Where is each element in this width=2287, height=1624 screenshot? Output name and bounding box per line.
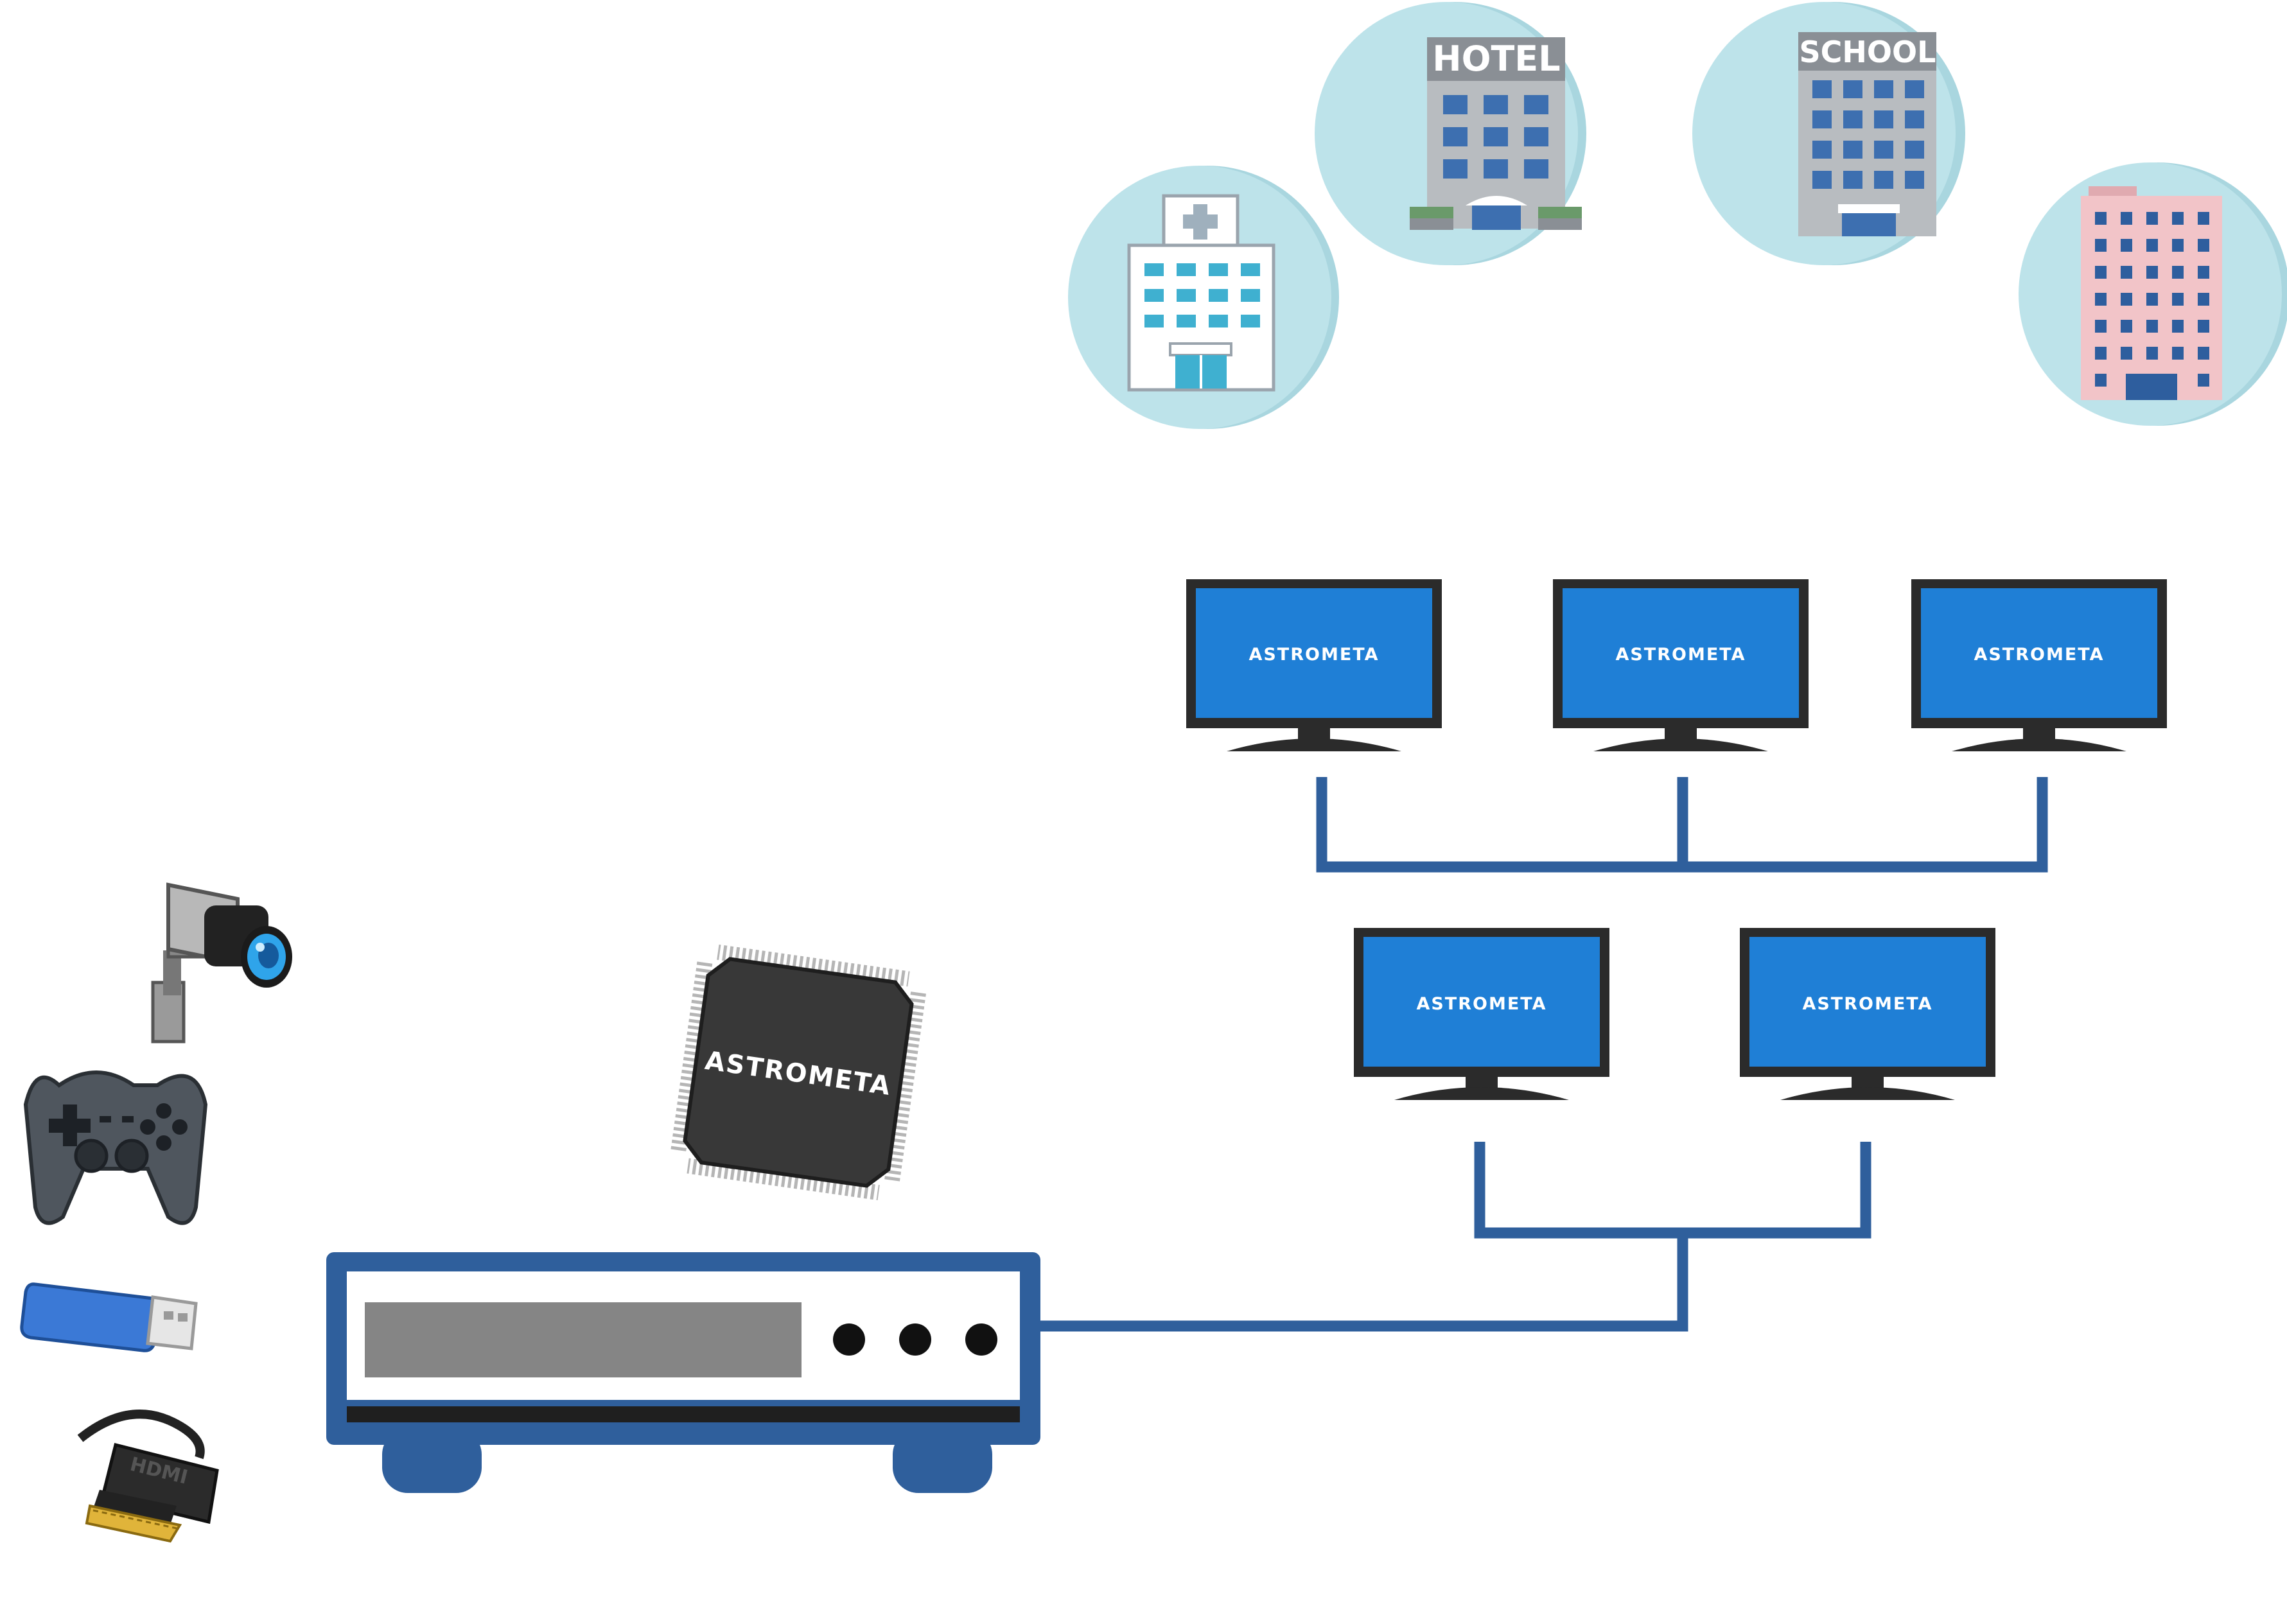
hdmi-cable-icon: HDMI <box>77 1410 219 1543</box>
connector-lines <box>1040 777 2048 1332</box>
venue-apartment-icon <box>2019 162 2287 426</box>
venue-hospital-icon <box>1068 166 1339 429</box>
display-5: ASTROMETA <box>1740 928 1995 1100</box>
display-3-brand: ASTROMETA <box>1974 645 2104 665</box>
venue-hotel-icon: HOTEL <box>1315 2 1586 265</box>
soc-chip-icon: ASTROMETA <box>670 944 927 1201</box>
display-2: ASTROMETA <box>1553 579 1809 751</box>
bottom-row-bus <box>1474 1142 1871 1239</box>
usb-drive-icon <box>20 1282 198 1352</box>
display-2-brand: ASTROMETA <box>1615 645 1746 665</box>
player-button-3 <box>965 1323 997 1356</box>
display-1-brand: ASTROMETA <box>1249 645 1379 665</box>
display-4: ASTROMETA <box>1354 928 1609 1100</box>
display-4-brand: ASTROMETA <box>1416 994 1547 1014</box>
venue-school-icon: SCHOOL <box>1692 2 1965 265</box>
player-display-panel <box>365 1302 802 1377</box>
camera-icon <box>151 882 292 1043</box>
school-sign: SCHOOL <box>1800 35 1936 69</box>
display-1: ASTROMETA <box>1186 579 1442 751</box>
gamepad-icon <box>23 1070 208 1225</box>
display-5-brand: ASTROMETA <box>1802 994 1932 1014</box>
hotel-sign: HOTEL <box>1432 39 1560 79</box>
trunk-line <box>1040 1233 1688 1332</box>
display-3: ASTROMETA <box>1911 579 2167 751</box>
player-button-2 <box>899 1323 931 1356</box>
media-player-box <box>326 1252 1040 1493</box>
player-button-1 <box>833 1323 865 1356</box>
